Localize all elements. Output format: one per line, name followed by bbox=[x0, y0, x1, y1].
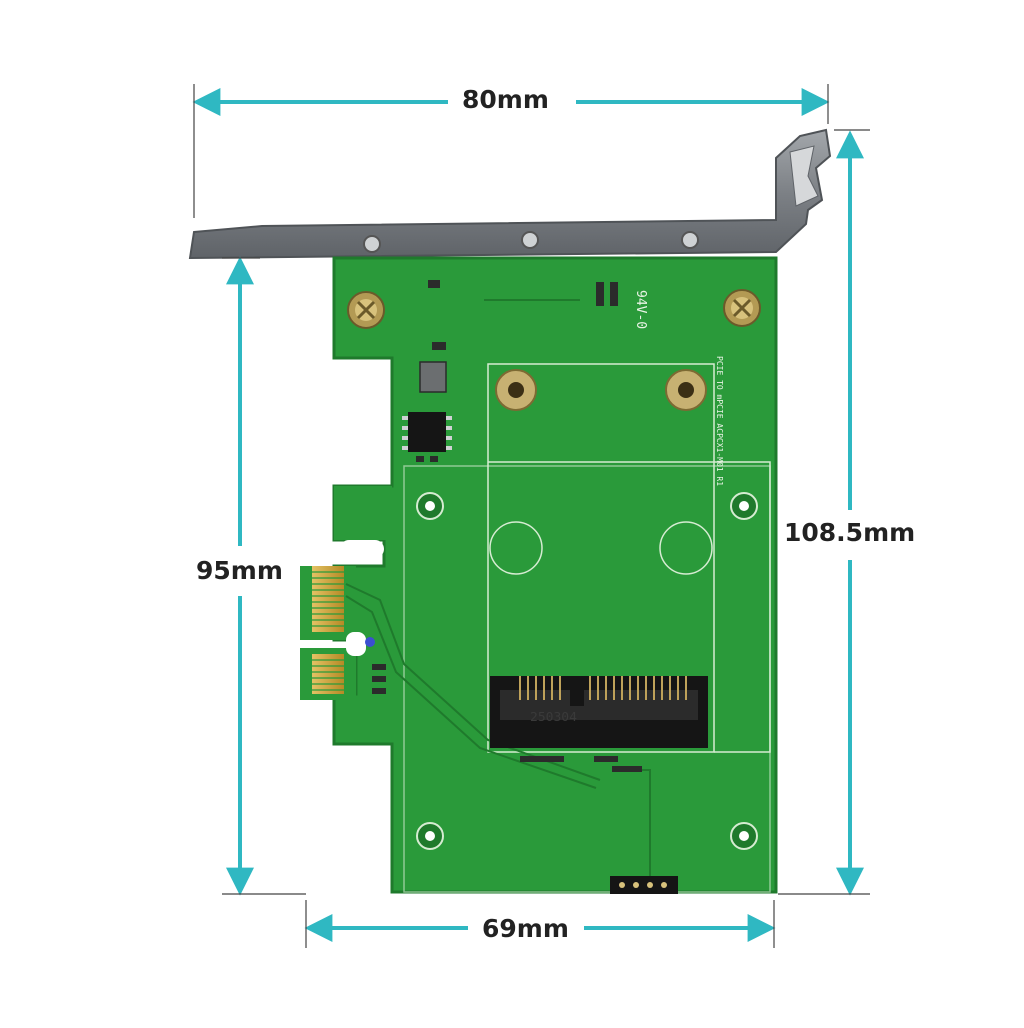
board-marking-main: PCIE TO mPCIE ACPCX1-M01 R1 bbox=[715, 356, 724, 487]
gold-fingers bbox=[312, 566, 375, 694]
standoff-right-icon bbox=[665, 369, 707, 411]
metal-bracket bbox=[188, 128, 832, 260]
pin-header bbox=[610, 876, 678, 894]
mini-pcie-slot bbox=[490, 676, 708, 748]
extension-lines bbox=[193, 84, 870, 948]
connector-marking: 250304 bbox=[530, 710, 577, 725]
dimension-lines bbox=[192, 88, 864, 942]
card-width-label: 69mm bbox=[476, 914, 575, 944]
screw-right-icon bbox=[723, 289, 761, 327]
smd-components bbox=[372, 280, 642, 772]
screw-left-icon bbox=[347, 291, 385, 329]
bracket-width-label: 80mm bbox=[456, 85, 555, 115]
standoff-left-icon bbox=[495, 369, 537, 411]
silkscreen-outlines bbox=[345, 299, 771, 893]
card-height-label: 95mm bbox=[190, 556, 289, 586]
board-rating-marking: 94V-0 bbox=[633, 290, 648, 330]
bracket-height-label: 108.5mm bbox=[778, 518, 922, 548]
pcb-board bbox=[300, 256, 778, 894]
